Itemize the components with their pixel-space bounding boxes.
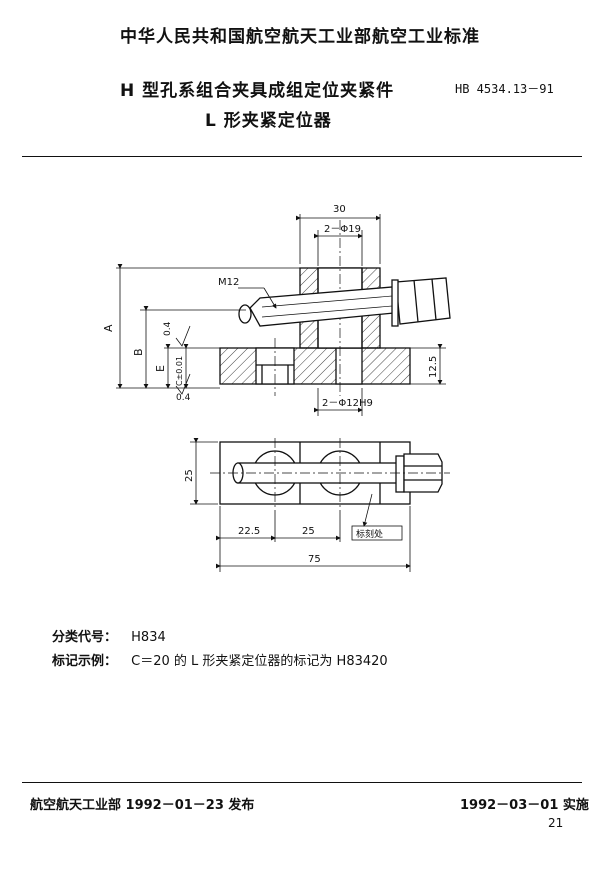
label-B: B bbox=[132, 348, 145, 356]
dim-22-5: 22.5 bbox=[238, 526, 260, 537]
roughness-bottom: 0.4 bbox=[176, 393, 191, 403]
dim-2-phi19: 2－Φ19 bbox=[324, 224, 361, 235]
hex-head bbox=[395, 277, 451, 325]
top-rule bbox=[22, 156, 582, 157]
bottom-rule bbox=[22, 782, 582, 783]
label-C-tolerance: C±0.01 bbox=[175, 356, 184, 386]
org-standard-title: 中华人民共和国航空航天工业部航空工业标准 bbox=[120, 27, 480, 47]
technical-drawing: 30 2－Φ19 M12 A B E C±0.01 0.4 0.4 12.5 2… bbox=[102, 204, 451, 572]
base-plate-section bbox=[219, 347, 411, 385]
mark-example-label: 标记示例： bbox=[52, 654, 118, 669]
effective-date: 1992－03－01 实施 bbox=[460, 798, 589, 813]
label-m12: M12 bbox=[218, 277, 239, 288]
class-code: 分类代号： H834 bbox=[52, 626, 166, 645]
screw-tip bbox=[238, 304, 252, 324]
dim-12-5: 12.5 bbox=[428, 356, 439, 378]
dim-75: 75 bbox=[308, 554, 321, 565]
standard-title-line1: H 型孔系组合夹具成组定位夹紧件 bbox=[120, 81, 395, 101]
dim-2-phi12h9: 2－Φ12H9 bbox=[322, 398, 373, 409]
issue-date: 航空航天工业部 1992－01－23 发布 bbox=[30, 798, 255, 813]
standard-number: HB 4534.13－91 bbox=[455, 82, 554, 96]
roughness-top: 0.4 bbox=[163, 321, 173, 336]
class-code-label: 分类代号： bbox=[52, 630, 118, 645]
dim-30: 30 bbox=[333, 204, 346, 215]
front-view bbox=[219, 220, 451, 396]
dim-25-side: 25 bbox=[184, 469, 195, 482]
front-view-dimensions bbox=[116, 214, 446, 416]
page-number: 21 bbox=[548, 816, 564, 830]
label-marking: 标刻处 bbox=[356, 528, 383, 540]
dim-25-middle: 25 bbox=[302, 526, 315, 537]
top-view-dimensions bbox=[190, 438, 411, 572]
standard-title-line2: L 形夹紧定位器 bbox=[205, 111, 332, 131]
label-A: A bbox=[102, 324, 115, 332]
mark-example: 标记示例： C＝20 的 L 形夹紧定位器的标记为 H83420 bbox=[52, 650, 388, 669]
class-code-value: H834 bbox=[131, 630, 166, 645]
label-E: E bbox=[154, 365, 167, 372]
mark-example-value: C＝20 的 L 形夹紧定位器的标记为 H83420 bbox=[131, 654, 388, 669]
